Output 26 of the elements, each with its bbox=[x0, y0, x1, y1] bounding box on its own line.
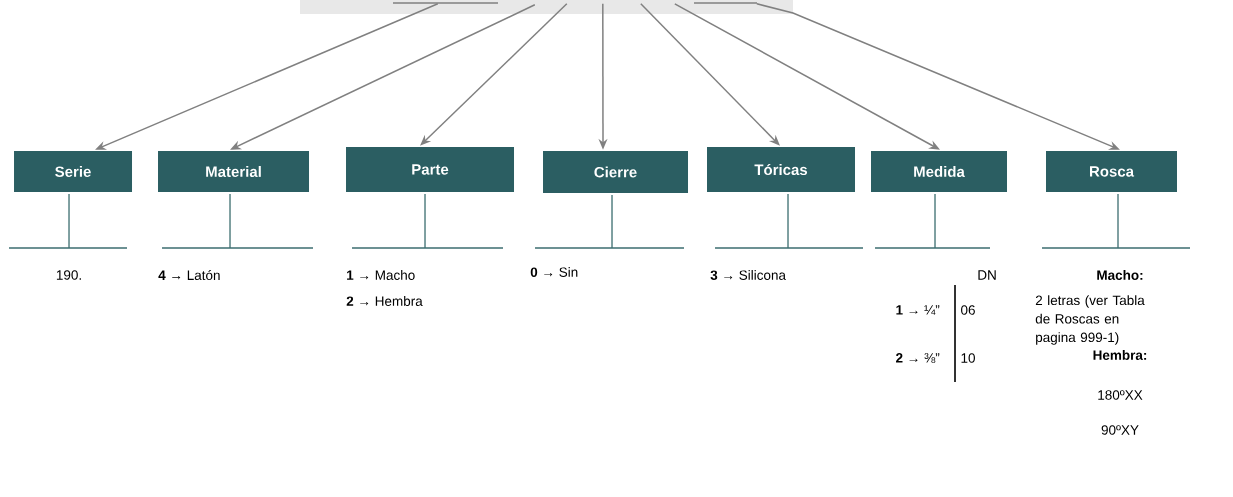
label-box: Tóricas bbox=[707, 147, 855, 192]
arrow bbox=[420, 3, 568, 146]
annotation-text: 1 → Macho bbox=[347, 270, 415, 280]
annotation-text: 06 bbox=[961, 305, 975, 315]
annotation-text: Macho: bbox=[1097, 270, 1143, 280]
annotation-text: 3 → Silicona bbox=[710, 270, 786, 280]
annotation-text: 1 → ¼” bbox=[896, 305, 940, 315]
annotation-text: 2 letras (ver Tabla de Roscas en pagina 999-1) bbox=[1035, 295, 1145, 345]
annotation-text: 180ºXX bbox=[1098, 390, 1143, 400]
annotation-text: 90ºXY bbox=[1101, 425, 1139, 435]
annotation-text: Hembra: bbox=[1093, 350, 1147, 360]
label-box: Cierre bbox=[543, 151, 688, 193]
label-box: Parte bbox=[346, 147, 514, 192]
label-box: Medida bbox=[871, 151, 1007, 192]
label-box: Serie bbox=[14, 151, 132, 192]
annotation-text: 2 → Hembra bbox=[346, 296, 423, 306]
header-band bbox=[300, 0, 793, 14]
annotation-text: 10 bbox=[961, 353, 975, 363]
arrow bbox=[640, 3, 780, 146]
annotation-text: 2 → ⅜” bbox=[896, 353, 940, 363]
annotation-text: DN bbox=[978, 270, 996, 280]
annotation-text: 190. bbox=[56, 270, 81, 280]
label-box: Rosca bbox=[1046, 151, 1177, 192]
annotation-text: 0 → Sin bbox=[530, 267, 578, 277]
annotation-text: 4 → Latón bbox=[158, 269, 220, 280]
label-box: Material bbox=[158, 151, 309, 192]
